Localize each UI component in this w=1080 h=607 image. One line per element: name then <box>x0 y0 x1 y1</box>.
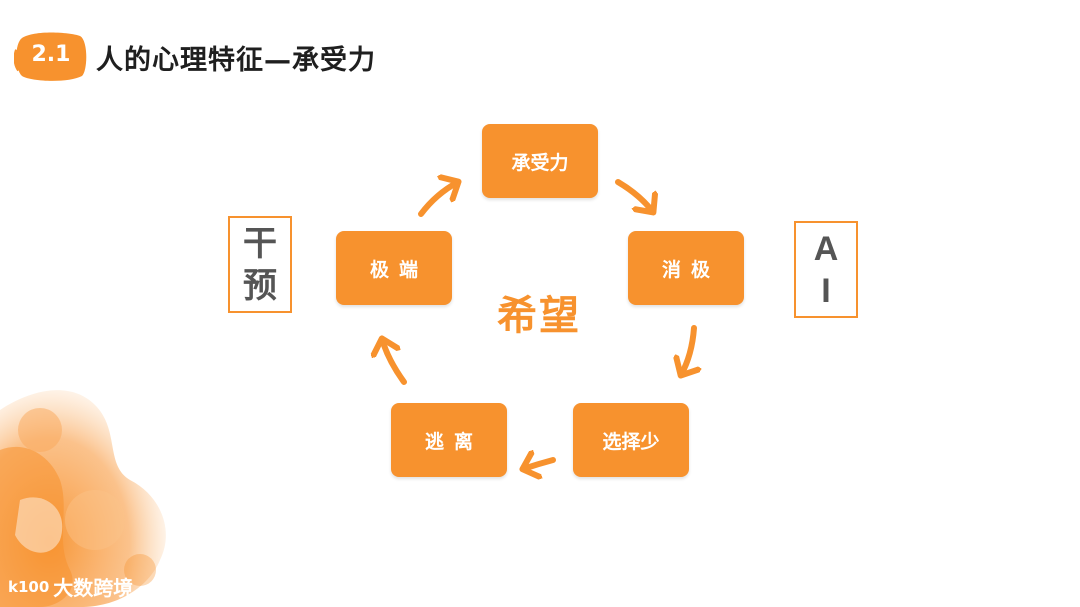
arrow-4 <box>418 182 458 217</box>
page-title: 人的心理特征—承受力 <box>96 45 376 76</box>
ai-char-1: A <box>813 229 839 268</box>
arrow-3 <box>382 339 407 385</box>
cycle-node-escape: 逃离 <box>391 403 507 477</box>
section-badge: 2.1 <box>14 30 88 82</box>
center-label-hope: 希望 <box>497 293 581 339</box>
ai-box: A I <box>794 221 858 318</box>
intervention-char-1: 干 <box>243 223 277 264</box>
watermark: k100 大数跨境 <box>8 572 133 601</box>
ai-char-2: I <box>821 271 831 310</box>
intervention-box: 干 预 <box>228 216 292 313</box>
arrow-1 <box>681 325 694 375</box>
brush-blob-icon <box>14 32 87 81</box>
watermark-text: 大数跨境 <box>53 576 134 600</box>
cycle-node-extreme: 极端 <box>336 231 452 305</box>
cycle-node-negative: 消极 <box>628 231 744 305</box>
arrow-2 <box>523 460 556 469</box>
cycle-node-endurance: 承受力 <box>482 124 598 198</box>
cycle-node-fewer-choices: 选择少 <box>573 403 689 477</box>
watermark-logo: k100 <box>8 577 50 596</box>
arrow-0 <box>615 179 653 212</box>
ink-splash-decoration <box>0 390 166 607</box>
intervention-char-2: 预 <box>243 265 277 306</box>
section-number: 2.1 <box>31 42 71 67</box>
